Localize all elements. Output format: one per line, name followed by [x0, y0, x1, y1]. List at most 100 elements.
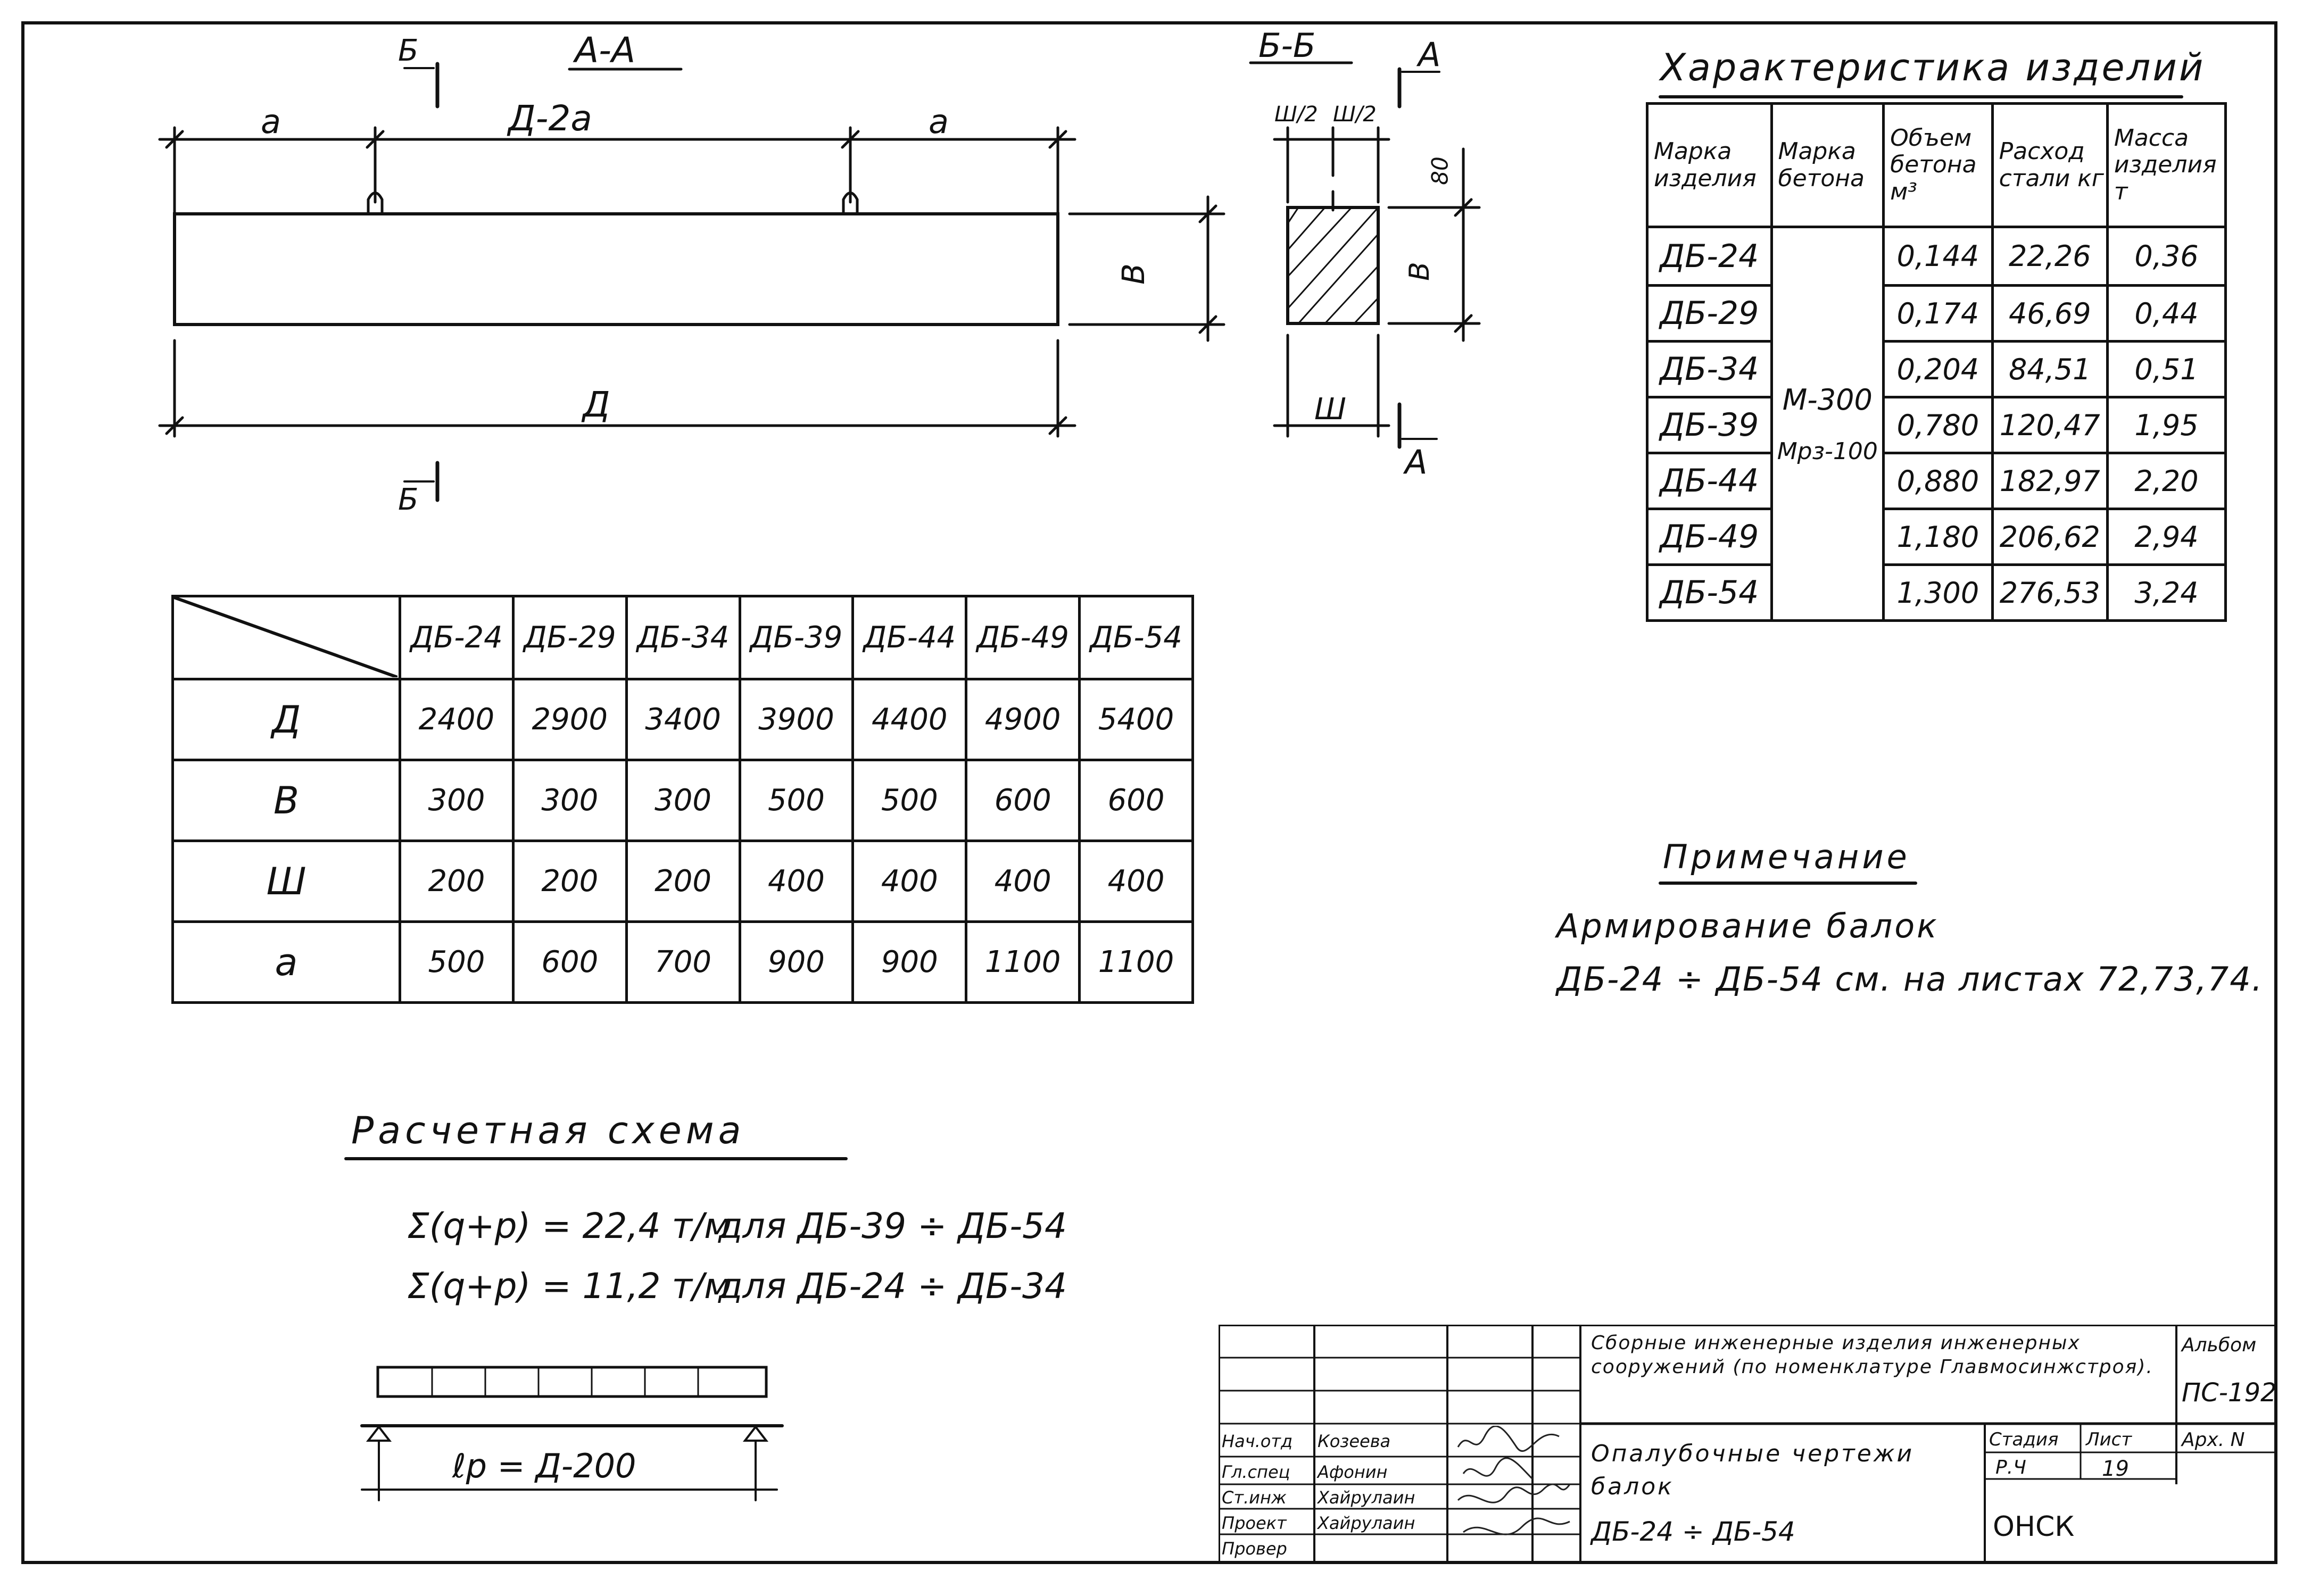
table-cell: 200: [625, 839, 741, 923]
table-cell: 500: [399, 920, 515, 1004]
steel-cell: 276,53: [1991, 563, 2109, 622]
table-cell: 900: [851, 920, 968, 1004]
drawing-title: Опалубочные чертежи балок: [1591, 1440, 1915, 1500]
beam-cross-section: [1249, 61, 1481, 449]
table-cell: 200: [399, 839, 515, 923]
table-row: ДБ-34 0,204 84,51 0,51: [1646, 340, 2227, 398]
dim-a-left: а: [261, 102, 281, 141]
column-header: ДБ-44: [851, 595, 968, 680]
column-header: ДБ-49: [965, 595, 1081, 680]
volume-cell: 0,144: [1882, 226, 1994, 287]
characteristics-table: Марка изделия Марка бетона Объем бетона …: [1646, 102, 2227, 622]
column-header: ДБ-24: [399, 595, 515, 680]
characteristics-title: Характеристика изделий: [1660, 46, 2206, 89]
table-cell: 2900: [511, 678, 628, 761]
table-cell: 600: [965, 759, 1081, 842]
volume-cell: 0,204: [1882, 340, 1994, 398]
table-cell: 3400: [625, 678, 741, 761]
dim-a-right: а: [929, 102, 949, 141]
table-row: Ш 200 200 200 400 400 400 400: [171, 839, 1194, 923]
sheet-number: 19: [2102, 1457, 2129, 1481]
column-header: ДБ-39: [738, 595, 855, 680]
dim-half-width-left: Ш/2: [1274, 102, 1318, 127]
dim-height-b: В: [1115, 263, 1152, 285]
volume-cell: 0,780: [1882, 396, 1994, 454]
table-cell: 400: [738, 839, 855, 923]
mark-cell: ДБ-54: [1646, 563, 1773, 622]
row-label: Д: [171, 678, 401, 761]
header-concrete: Марка бетона: [1770, 102, 1885, 228]
corner-diagonal: [174, 597, 397, 677]
table-cell: 400: [965, 839, 1081, 923]
signatures: [1457, 1426, 1571, 1535]
table-cell: 400: [851, 839, 968, 923]
section-mark-top: Б: [398, 34, 419, 68]
mark-cell: ДБ-34: [1646, 340, 1773, 398]
row-label: Ш: [171, 839, 401, 923]
table-cell: 1100: [965, 920, 1081, 1004]
album-number: ПС-192: [2182, 1378, 2277, 1408]
span-label: ℓр = Д-200: [452, 1447, 636, 1485]
section-mark-a-bottom: А: [1405, 443, 1428, 481]
person-name: Козеева: [1318, 1431, 1391, 1451]
table-row: ДБ-54 1,300 276,53 3,24: [1646, 563, 2227, 622]
stage-label: Стадия: [1989, 1429, 2059, 1450]
table-cell: 3900: [738, 678, 855, 761]
steel-cell: 182,97: [1991, 452, 2109, 510]
mass-cell: 0,44: [2106, 284, 2227, 343]
dim-half-width-right: Ш/2: [1333, 102, 1377, 127]
column-header: ДБ-29: [511, 595, 628, 680]
table-cell: 600: [1078, 759, 1194, 842]
stage-value: Р.Ч: [1995, 1457, 2026, 1478]
table-cell: 500: [851, 759, 968, 842]
row-label: В: [171, 759, 401, 842]
title-block: Сборные инженерные изделия инженерных со…: [1219, 1325, 2277, 1563]
table-row: ДБ-44 0,880 182,97 2,20: [1646, 452, 2227, 510]
title-block-org: Сборные инженерные изделия инженерных со…: [1591, 1332, 2153, 1378]
header-mass: Масса изделия т: [2106, 102, 2227, 228]
steel-cell: 206,62: [1991, 508, 2109, 566]
steel-cell: 120,47: [1991, 396, 2109, 454]
dim-d-minus-2a: Д-2а: [508, 98, 592, 139]
table-cell: 300: [625, 759, 741, 842]
table-cell: 1100: [1078, 920, 1194, 1004]
role-label: Провер: [1222, 1539, 1287, 1559]
note-title: Примечание: [1663, 837, 1910, 876]
mass-cell: 3,24: [2106, 563, 2227, 622]
role-label: Гл.спец: [1222, 1462, 1290, 1482]
volume-cell: 1,180: [1882, 508, 1994, 566]
section-mark-bottom: Б: [398, 483, 419, 517]
role-label: Нач.отд: [1222, 1431, 1293, 1451]
table-row: ДБ-29 0,174 46,69 0,44: [1646, 284, 2227, 343]
drawing-range: ДБ-24 ÷ ДБ-54: [1591, 1516, 1795, 1547]
header-steel: Расход стали кг: [1991, 102, 2109, 228]
sheet-label: Лист: [2086, 1429, 2132, 1450]
mass-cell: 0,36: [2106, 226, 2227, 287]
table-row: ДБ-39 0,780 120,47 1,95: [1646, 396, 2227, 454]
table-cell: 300: [399, 759, 515, 842]
header-volume: Объем бетона м³: [1882, 102, 1994, 228]
mark-cell: ДБ-39: [1646, 396, 1773, 454]
table-cell: 500: [738, 759, 855, 842]
volume-cell: 1,300: [1882, 563, 1994, 622]
column-header: ДБ-34: [625, 595, 741, 680]
dimensions-table: ДБ-24 ДБ-29 ДБ-34 ДБ-39 ДБ-44 ДБ-49 ДБ-5…: [171, 595, 1194, 1004]
row-label: а: [171, 920, 401, 1004]
table-cell: 5400: [1078, 678, 1194, 761]
volume-cell: 0,174: [1882, 284, 1994, 343]
table-cell: 4400: [851, 678, 968, 761]
load-diagram: [344, 1157, 848, 1501]
note-line-2: ДБ-24 ÷ ДБ-54 см. на листах 72,73,74.: [1556, 960, 2264, 999]
table-cell: 400: [1078, 839, 1194, 923]
mass-cell: 2,94: [2106, 508, 2227, 566]
table-cell: 300: [511, 759, 628, 842]
person-name: Хайрулаин: [1318, 1487, 1415, 1508]
header-mark: Марка изделия: [1646, 102, 1773, 228]
note-line-1: Армирование балок: [1556, 907, 1939, 945]
table-corner-cell: [171, 595, 401, 680]
mass-cell: 1,95: [2106, 396, 2227, 454]
mark-cell: ДБ-49: [1646, 508, 1773, 566]
company-name: ОНСК: [1993, 1511, 2075, 1543]
view-aa-title: А-А: [575, 30, 636, 71]
dim-top-80: 80: [1427, 156, 1453, 185]
